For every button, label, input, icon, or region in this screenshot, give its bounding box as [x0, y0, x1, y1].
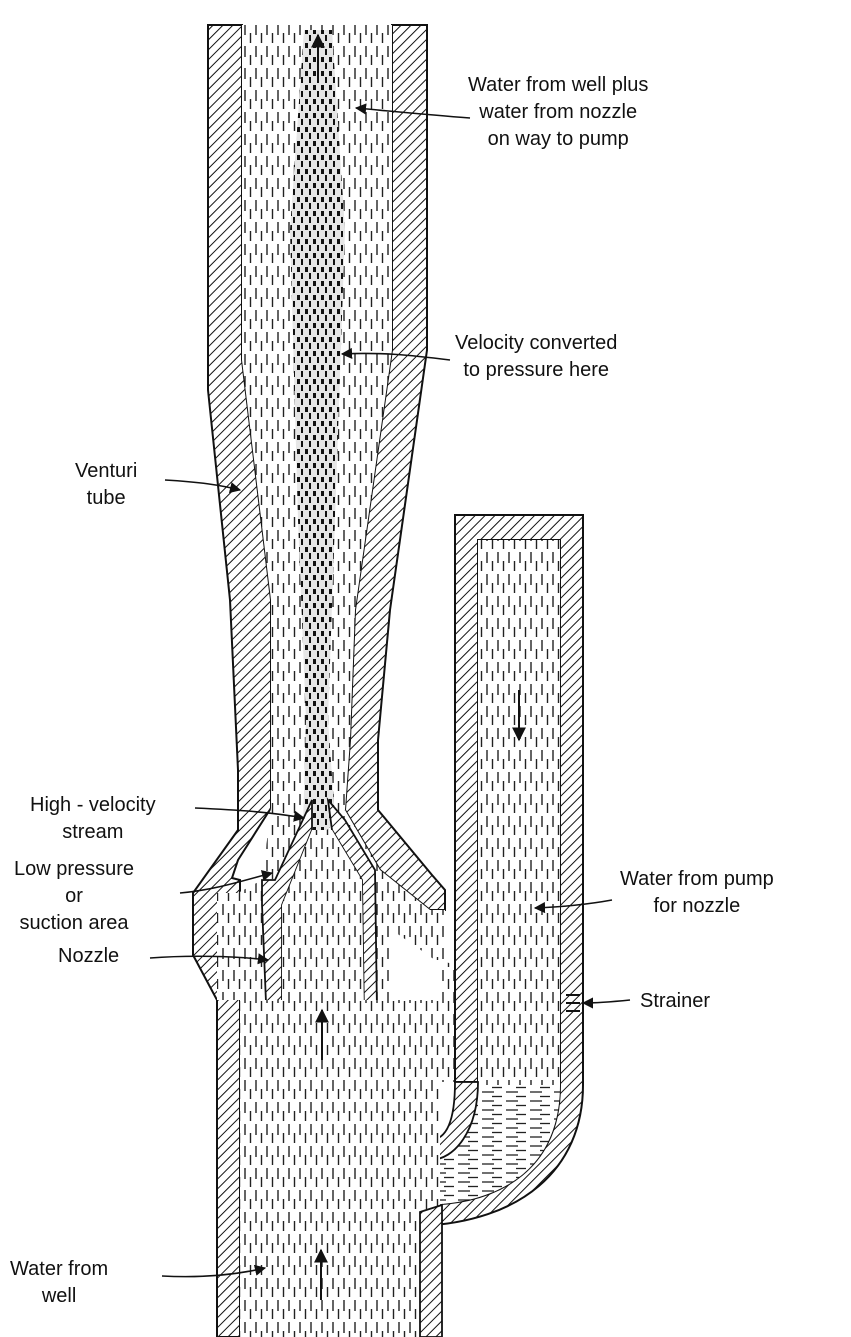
inlet-pipe-right-wall	[420, 1205, 442, 1337]
inlet-pipe-fluid	[240, 1000, 440, 1337]
label-velocity-converted: Velocity converted to pressure here	[455, 330, 617, 384]
label-water-from-pump: Water from pump for nozzle	[620, 866, 774, 920]
label-high-velocity-stream: High - velocity stream	[30, 792, 156, 846]
label-water-from-well: Water from well	[10, 1256, 108, 1310]
label-nozzle: Nozzle	[58, 943, 119, 970]
label-strainer: Strainer	[640, 988, 710, 1015]
return-pipe-fluid	[478, 540, 560, 1085]
label-water-from-well-plus: Water from well plus water from nozzle o…	[468, 72, 648, 153]
label-venturi-tube: Venturi tube	[75, 458, 137, 512]
label-low-pressure: Low pressure or suction area	[14, 856, 134, 937]
